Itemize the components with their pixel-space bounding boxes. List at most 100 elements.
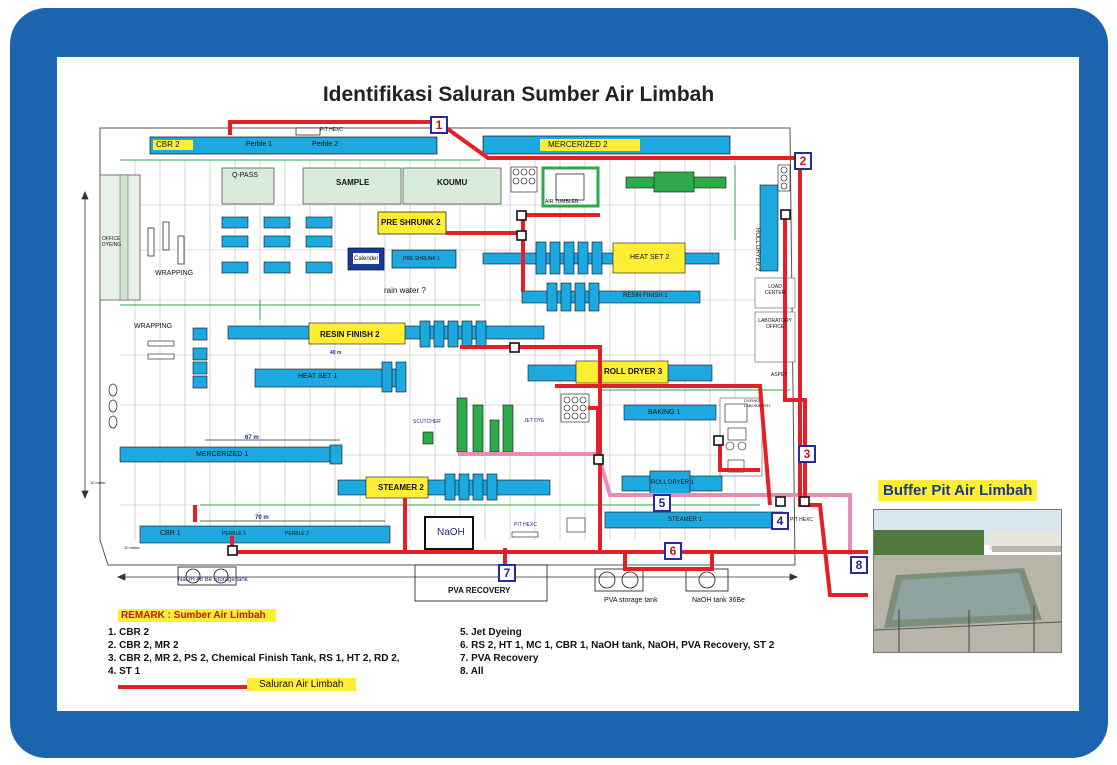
label-air-tumbler: AIR TUMBLER <box>545 199 579 205</box>
label-koumu: KOUMU <box>437 178 468 187</box>
label-pva-storage: PVA storage tank <box>604 597 658 604</box>
mercerized1-end <box>329 444 343 465</box>
label-sample: SAMPLE <box>336 178 370 187</box>
mercerized2-tag <box>540 139 640 151</box>
marker-7: 7 <box>498 564 516 582</box>
label-roll-dryer3: ROLL DRYER 3 <box>604 367 663 376</box>
remark-item-5: 5. Jet Dyeing <box>460 627 522 638</box>
scutcher-unit <box>422 431 434 445</box>
label-dim-70m: 70 m <box>255 515 269 521</box>
marker-3: 3 <box>798 445 816 463</box>
jet-dye-drain-line <box>458 452 852 555</box>
label-jet-dye: JET DYE <box>524 418 545 424</box>
resin-finish2-rollers <box>419 320 487 348</box>
wrapping-area-blocks <box>192 327 208 389</box>
buffer-pit-title: Buffer Pit Air Limbah <box>878 480 1038 501</box>
label-dyeing-lab: DYEING LABORATORY <box>744 398 771 408</box>
label-scutcher: SCUTCHER <box>413 419 441 425</box>
line-naoh-tank <box>623 552 714 571</box>
label-naoh-storage: NaOH 48 Be Storage tank <box>178 577 248 583</box>
label-rain-water: rain water ? <box>384 286 426 295</box>
lab-office-room <box>754 311 796 363</box>
pva-recovery-box <box>414 564 548 602</box>
legend-text: Saluran Air Limbah <box>247 678 356 691</box>
marker-4: 4 <box>771 512 789 530</box>
wrapping-stands <box>147 221 185 265</box>
label-qpass: Q-PASS <box>232 172 258 179</box>
pre-shrunk2-machine <box>377 211 447 235</box>
label-pre-shrunk1: PRE SHRUNK 1 <box>403 256 440 262</box>
label-naoh: NaOH <box>437 527 465 538</box>
steamer2-rollers <box>444 473 498 501</box>
remark-item-3: 3. CBR 2, MR 2, PS 2, Chemical Finish Ta… <box>108 653 400 664</box>
wrapping-tables <box>147 340 175 360</box>
tank-cluster-top <box>510 166 538 193</box>
junction-markers <box>227 209 810 556</box>
qpass-room <box>221 167 275 205</box>
label-perble2-bottom: PERBLE 2 <box>285 531 309 537</box>
label-pit-hexc-mid: PIT HEXC <box>514 522 537 528</box>
label-cbr2: CBR 2 <box>156 140 180 149</box>
remark-item-4: 4. ST 1 <box>108 666 141 677</box>
label-pit-hexc-right: PIT HEXC <box>790 517 813 523</box>
remark-item-8: 8. All <box>460 666 484 677</box>
label-mercerized1: MERCERIZED 1 <box>196 451 249 458</box>
label-load-center: LOAD CENTER <box>764 284 786 296</box>
line-2 <box>798 158 868 597</box>
cbr1-machine <box>139 525 391 544</box>
baking1-machine <box>623 404 717 421</box>
label-pit-hexc-top: PIT HEXC <box>320 127 343 133</box>
dimension-lines <box>81 190 799 581</box>
label-resin-finish2: RESIN FINISH 2 <box>320 330 380 339</box>
naoh-36be-tank <box>685 568 729 592</box>
label-dim-10meter: 10 meter <box>90 480 106 485</box>
label-dim-10meter-b: 10 meter <box>124 545 140 550</box>
label-dim-40m: 40 m <box>330 350 342 356</box>
label-dim-67m: 67 m <box>245 435 259 441</box>
remark-title: REMARK : Sumber Air Limbah <box>118 609 276 622</box>
label-pre-shrunk2: PRE SHRUNK 2 <box>381 218 441 227</box>
remark-item-1: 1. CBR 2 <box>108 627 150 638</box>
label-resin-finish1: RESIN FINISH 1 <box>623 293 668 299</box>
label-heat-set1: HEAT SET 1 <box>298 373 338 380</box>
koumu-room <box>402 167 502 205</box>
resin-finish2-tag <box>308 322 406 345</box>
label-steamer1: STEAMER 1 <box>668 517 703 523</box>
label-perble1-bottom: PERBLE 1 <box>222 531 246 537</box>
left-wall-stub <box>119 174 129 301</box>
left-circles <box>108 383 118 429</box>
green-machine-top-head <box>653 171 695 193</box>
remark-item-2: 2. CBR 2, MR 2 <box>108 640 179 651</box>
pit-hexc-top-box <box>295 127 321 136</box>
label-wrapping-mid: WRAPPING <box>134 323 173 330</box>
heat-set2-tag <box>612 242 686 274</box>
label-naoh-tank: NaOH tank 36Be <box>692 597 745 604</box>
label-aspet: ASPET <box>771 372 788 378</box>
label-steamer2: STEAMER 2 <box>378 483 424 492</box>
lab-equipment <box>724 403 748 473</box>
label-perble2-top: Perble 2 <box>312 141 339 148</box>
title-text: Identifikasi Saluran Sumber Air Limbah <box>322 83 715 106</box>
label-mercerized2: MERCERIZED 2 <box>548 140 608 149</box>
label-wrapping-top: WRAPPING <box>155 270 194 277</box>
label-pva-recovery: PVA RECOVERY <box>448 586 511 595</box>
page-title: Identifikasi Saluran Sumber Air Limbah <box>0 83 1117 107</box>
line-pre-shrunk <box>446 213 600 235</box>
roll-dryer1-head <box>649 470 691 496</box>
small-box-mid <box>566 517 586 533</box>
label-office-dyeing: OFFICE DYEING <box>102 236 122 248</box>
marker-6: 6 <box>664 542 682 560</box>
heat-set1-rollers <box>381 361 407 393</box>
sample-room <box>302 167 402 205</box>
line-roll-dryer3 <box>555 384 772 506</box>
label-baking1: BAKING 1 <box>648 409 681 416</box>
pit-hexc-mid-box <box>511 531 539 538</box>
marker-5: 5 <box>653 494 671 512</box>
load-center-room <box>754 277 796 309</box>
cbr2-tag <box>153 140 193 150</box>
line-jetdye <box>588 406 600 454</box>
inspection-machines <box>221 216 333 274</box>
jet-dye-tanks <box>560 393 590 423</box>
legend-line <box>118 685 248 689</box>
